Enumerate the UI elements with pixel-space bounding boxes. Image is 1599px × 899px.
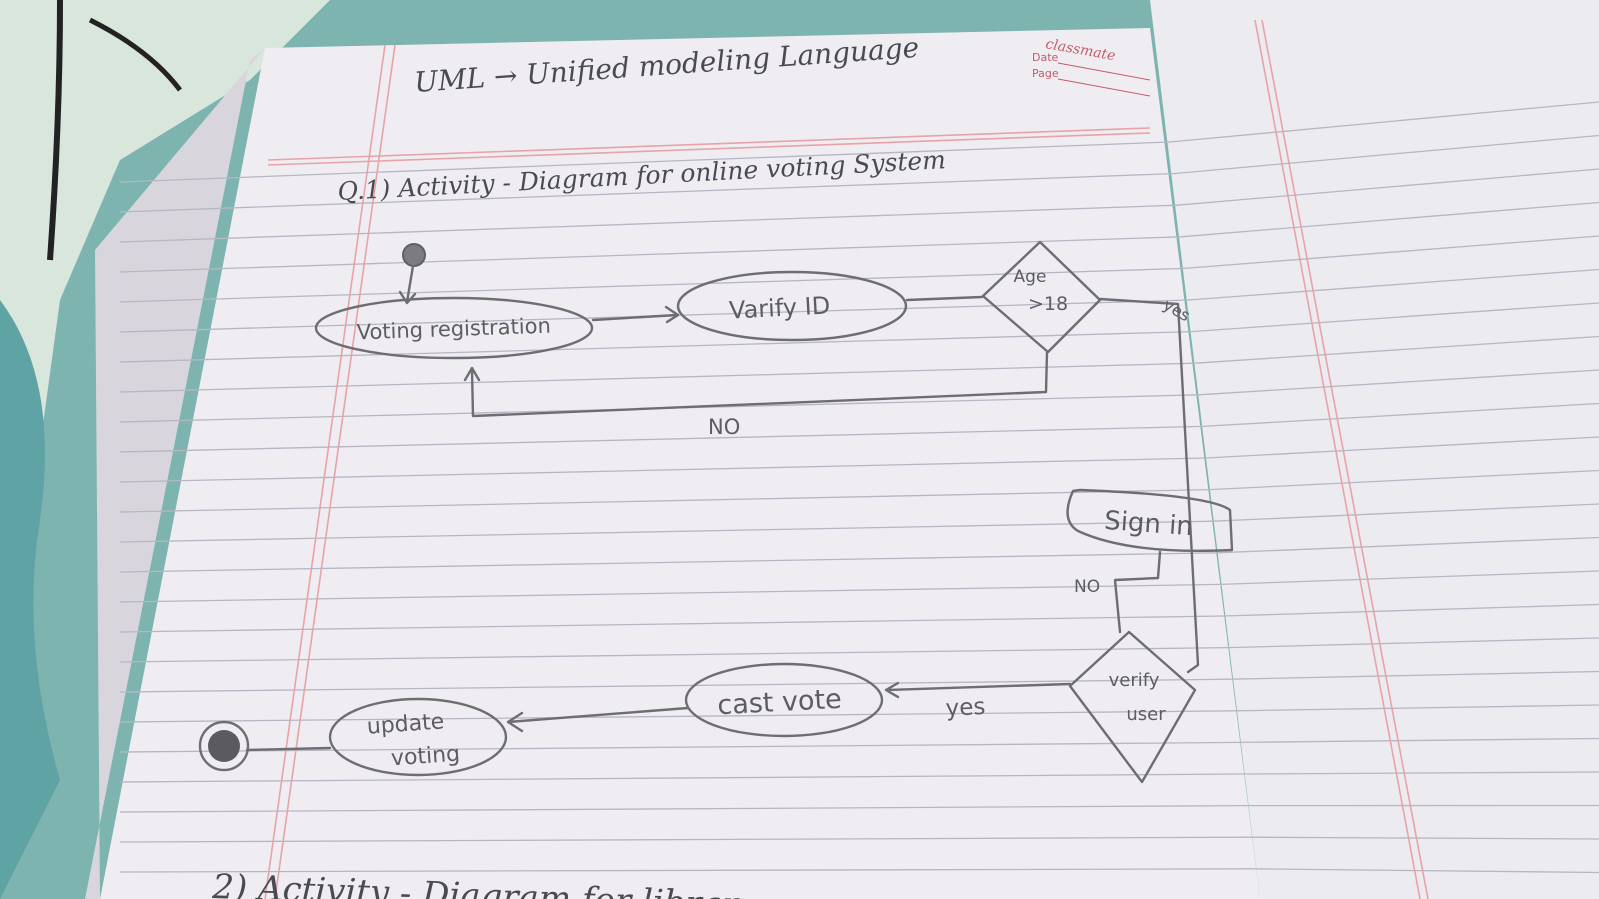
cast-vote-node bbox=[684, 662, 884, 738]
age-no-label: NO bbox=[708, 415, 740, 439]
ruled-line-right bbox=[1223, 603, 1599, 617]
edge-verify-user-yes bbox=[884, 681, 1072, 699]
ruled-line-right bbox=[1216, 536, 1599, 554]
ruled-lines bbox=[119, 101, 1599, 874]
ruled-line-right bbox=[1169, 101, 1599, 143]
ruled-line-right bbox=[1184, 235, 1599, 270]
ruled-line bbox=[119, 457, 1207, 483]
ruled-line-right bbox=[1227, 637, 1599, 649]
ruled-line-right bbox=[1173, 134, 1599, 175]
ruled-line bbox=[119, 741, 1239, 753]
verify-id-label: Varify ID bbox=[728, 291, 831, 324]
edge-to-final bbox=[245, 746, 332, 752]
cable bbox=[47, 0, 63, 261]
fabric-dark-patch bbox=[0, 300, 60, 899]
date-rule bbox=[1057, 62, 1151, 81]
activity-diagram: Voting registration Varify ID Age >18 ye… bbox=[198, 240, 1234, 784]
verify-id-node bbox=[676, 270, 908, 342]
page-label: Page bbox=[1032, 67, 1059, 80]
ruled-line bbox=[119, 141, 1171, 183]
final-node-ring bbox=[198, 720, 250, 772]
user-yes-label: yes bbox=[945, 694, 986, 722]
ruled-line bbox=[119, 204, 1178, 243]
ruled-line bbox=[119, 710, 1235, 723]
ruled-line bbox=[119, 236, 1181, 273]
voting-registration-node bbox=[314, 296, 594, 360]
ruled-line-right bbox=[1220, 570, 1599, 586]
ruled-line bbox=[119, 488, 1210, 513]
header-rule-2 bbox=[267, 132, 1151, 166]
age-label-line1: Age bbox=[1014, 267, 1047, 287]
ruled-line bbox=[119, 804, 1246, 813]
edge-sign-in-to-verify bbox=[1113, 550, 1162, 634]
verify-user-decision-node bbox=[1068, 630, 1197, 784]
ruled-line bbox=[119, 520, 1214, 543]
ruled-line-right bbox=[1177, 168, 1599, 206]
edge-age-no bbox=[463, 350, 1049, 418]
ruled-line bbox=[119, 425, 1203, 453]
edge-to-update-voting bbox=[506, 706, 690, 733]
start-arrow bbox=[398, 264, 417, 305]
ruled-line-right bbox=[1187, 268, 1599, 301]
ruled-line-right bbox=[1202, 402, 1599, 428]
page-stack-edge bbox=[85, 48, 265, 899]
ruled-line bbox=[119, 172, 1174, 213]
margin-line bbox=[274, 44, 396, 899]
ruled-line bbox=[119, 583, 1221, 603]
verify-user-line1: verify bbox=[1109, 670, 1160, 691]
ruled-line-right bbox=[1205, 436, 1599, 459]
ruled-line-right bbox=[1234, 704, 1599, 712]
margin-line-2 bbox=[264, 44, 386, 899]
update-voting-node bbox=[328, 697, 508, 777]
edge-age-yes bbox=[1098, 297, 1200, 674]
cable-2 bbox=[88, 17, 182, 92]
update-voting-line2: voting bbox=[390, 742, 461, 772]
ruled-line bbox=[119, 552, 1217, 573]
ruled-line-right bbox=[1209, 469, 1599, 491]
ruled-line-right bbox=[1191, 302, 1599, 333]
verify-user-line2: user bbox=[1126, 704, 1166, 725]
final-node-core bbox=[208, 730, 240, 762]
edge-verify-id-to-age bbox=[905, 295, 984, 302]
ruled-line-right bbox=[1180, 201, 1599, 238]
ruled-line bbox=[119, 678, 1232, 693]
ruled-line-right bbox=[1252, 868, 1599, 874]
sign-in-text: Sign in bbox=[1103, 506, 1194, 542]
ruled-line-right bbox=[1195, 335, 1599, 364]
arrow-to-verify-id bbox=[591, 305, 680, 324]
ruled-line bbox=[119, 836, 1250, 843]
ruled-line-right bbox=[1238, 737, 1599, 744]
left-page bbox=[100, 28, 1260, 899]
ruled-line bbox=[119, 773, 1243, 783]
ruled-line bbox=[119, 330, 1192, 363]
right-margin-line-2 bbox=[1261, 19, 1429, 899]
cast-vote-label: cast vote bbox=[717, 684, 843, 721]
right-margin-line bbox=[1254, 19, 1421, 899]
ruled-line bbox=[119, 362, 1196, 393]
ruled-line bbox=[119, 868, 1253, 873]
ruled-line bbox=[119, 615, 1225, 633]
page-rule bbox=[1057, 78, 1151, 97]
initial-node bbox=[402, 243, 426, 267]
sign-in-node bbox=[1066, 488, 1234, 553]
age-label-line2: >18 bbox=[1028, 293, 1068, 315]
date-label: Date bbox=[1032, 51, 1059, 64]
ruled-line-right bbox=[1198, 369, 1599, 396]
ruled-line-right bbox=[1213, 503, 1599, 522]
fabric-light-patch bbox=[0, 0, 330, 600]
ruled-line-right bbox=[1231, 670, 1599, 680]
user-no-label: NO bbox=[1074, 577, 1100, 597]
header-rule bbox=[267, 127, 1151, 161]
ruled-line bbox=[119, 646, 1228, 663]
ruled-line-right bbox=[1241, 771, 1599, 775]
update-voting-line1: update bbox=[366, 709, 445, 739]
ruled-line-right bbox=[1249, 836, 1599, 840]
